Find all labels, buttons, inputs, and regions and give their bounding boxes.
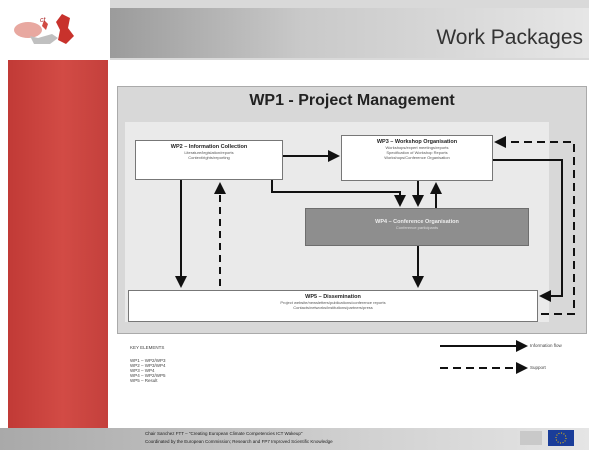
box-wp3-line: Specification of Workshop Reports: [386, 150, 448, 155]
box-wp2-line: Context/rights/reporting: [188, 155, 230, 160]
header-gradient: [110, 8, 589, 58]
page-title: Work Packages: [436, 26, 583, 49]
logo: ct: [0, 0, 110, 60]
legend-dashed-label: Support: [530, 365, 546, 370]
box-wp2: WP2 – Information Collection Literature/…: [135, 140, 283, 180]
arrow-wp5-to-wp3: [494, 136, 575, 315]
legend-item: WP2 – WP3/WP4: [130, 363, 166, 368]
box-wp4: WP4 – Conference Organisation Conference…: [305, 208, 529, 246]
legend-solid-label: Information flow: [530, 343, 562, 348]
sidebar: [8, 60, 108, 428]
footer-line-2: Coordinated by the European Commission; …: [145, 439, 333, 444]
arrow-wp3-to-wp5: [493, 159, 563, 302]
arrow-wp2-to-wp4: [271, 180, 406, 207]
box-wp3: WP3 – Workshop Organisation Workshops/ex…: [341, 135, 493, 181]
box-wp3-line: Workshops/Conference Organisation: [384, 155, 450, 160]
legend: KEY ELEMENTS WP1 – WP2/WP3 WP2 – WP3/WP4…: [130, 345, 166, 383]
legend-title: KEY ELEMENTS: [130, 345, 165, 350]
svg-text:ct: ct: [40, 17, 47, 24]
footer-bar: [0, 428, 589, 450]
box-wp5-title: WP5 – Dissemination: [305, 294, 361, 300]
box-wp2-title: WP2 – Information Collection: [170, 144, 248, 150]
logo-graphic: ct: [14, 14, 74, 44]
box-wp3-title: WP3 – Workshop Organisation: [376, 139, 458, 145]
eu-flag-icon: [548, 430, 574, 446]
box-wp5-line: Project website/newsletters/publications…: [280, 300, 386, 305]
box-wp5: WP5 – Dissemination Project website/news…: [128, 290, 538, 322]
box-wp2-line: Literature/legislation/reports: [184, 150, 234, 155]
legend-item: WP4 – WP2/WP5: [130, 373, 166, 378]
footer-line-1: Chair Sanchez FTT – "Creating European C…: [145, 431, 303, 436]
legend-item: WP1 – WP2/WP3: [130, 358, 166, 363]
legend-item: WP5 – Result: [130, 378, 158, 383]
box-wp4-title: WP4 – Conference Organisation: [375, 219, 459, 225]
diagram-title: WP1 - Project Management: [249, 92, 455, 109]
partner-logo: [520, 431, 542, 445]
eu-stars-icon: [555, 432, 567, 444]
box-wp5-line: Contacts/networks/institutions/partners/…: [293, 305, 373, 310]
box-wp3-line: Workshops/expert meetings/reports: [385, 145, 449, 150]
box-wp4-line: Conference participants: [395, 225, 439, 230]
legend-item: WP3 – WP4: [130, 368, 155, 373]
